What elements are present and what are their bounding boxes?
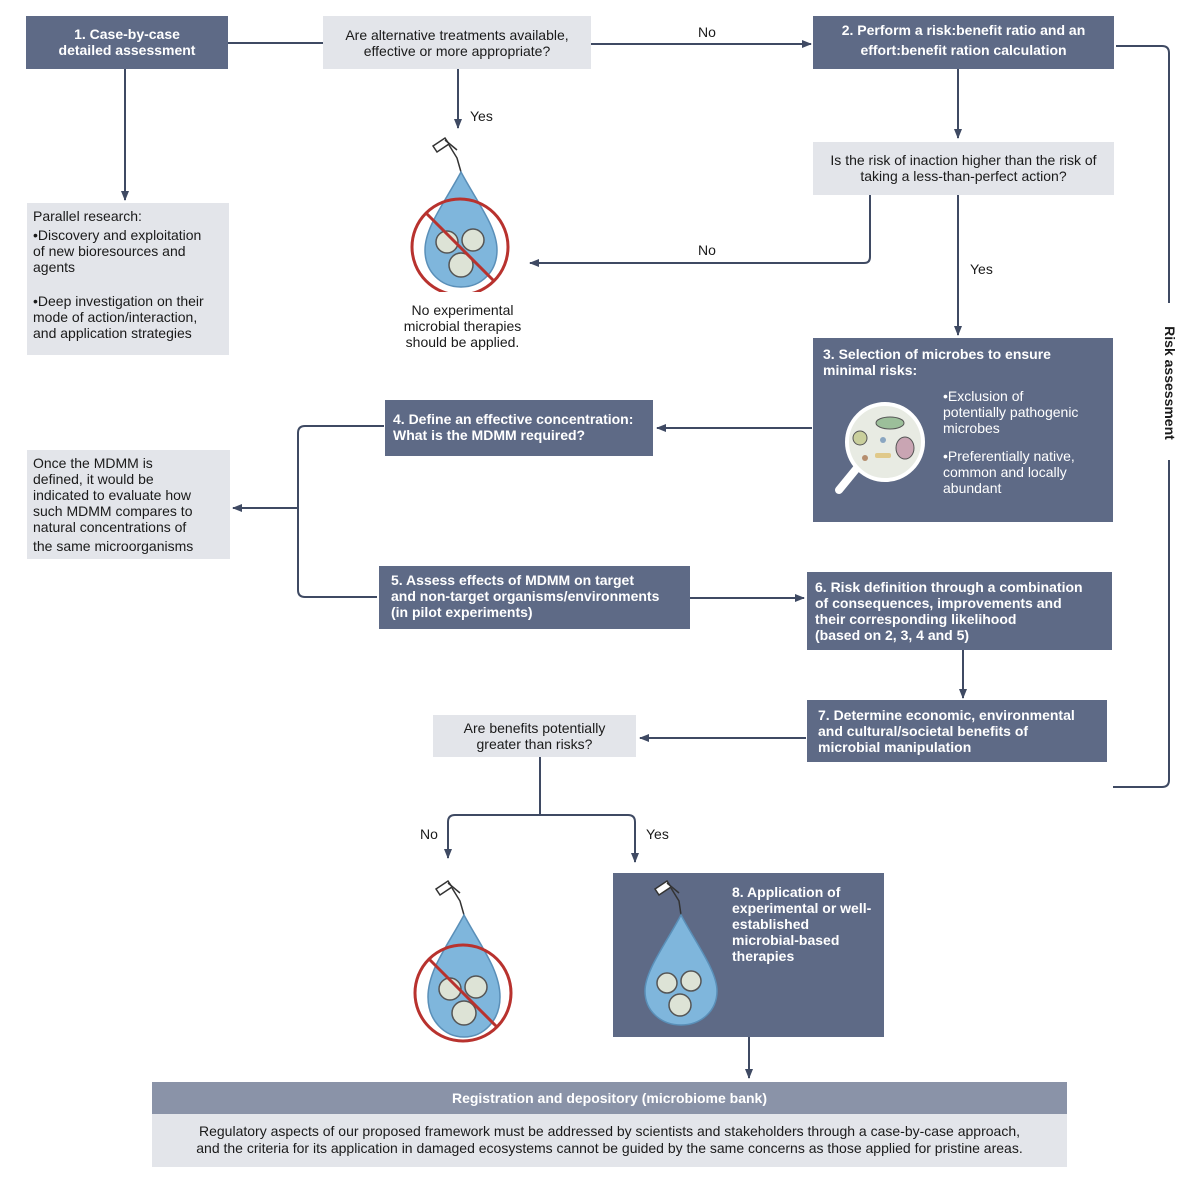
mdmm-note-box: Once the MDMM is defined, it would be in… <box>27 450 230 559</box>
step6-line: of consequences, improvements and <box>815 595 1062 611</box>
parallel-research-box: Parallel research: •Discovery and exploi… <box>27 203 229 355</box>
step7-line: and cultural/societal benefits of <box>818 723 1029 739</box>
caption-line: should be applied. <box>405 334 520 350</box>
edge-label-no: No <box>698 24 716 40</box>
parallel-item-line: of new bioresources and <box>33 243 186 259</box>
question-benefits-greater: Are benefits potentially greater than ri… <box>433 715 636 757</box>
step8-line: microbial-based <box>732 932 840 948</box>
risk-bracket-top <box>1116 45 1170 303</box>
registration-text-line: and the criteria for its application in … <box>196 1140 1023 1156</box>
parallel-title: Parallel research: <box>33 208 142 224</box>
question-line: taking a less-than-perfect action? <box>860 168 1067 184</box>
water-drop-icon <box>644 913 718 1026</box>
step3-microbe-selection: 3. Selection of microbes to ensure minim… <box>813 338 1113 522</box>
edge-label-no: No <box>420 826 438 842</box>
prohibition-icon <box>410 197 510 292</box>
parallel-item-line: and application strategies <box>33 325 192 341</box>
pipette-icon <box>653 879 682 916</box>
step5-assess-effects: 5. Assess effects of MDMM on target and … <box>379 566 690 629</box>
arrow-no-to-drop <box>529 195 871 267</box>
step4-line: What is the MDMM required? <box>393 427 586 443</box>
step7-determine-benefits: 7. Determine economic, environmental and… <box>807 700 1107 762</box>
caption-line: microbial therapies <box>403 318 522 334</box>
step6-line: (based on 2, 3, 4 and 5) <box>815 627 970 643</box>
prohibited-drop-icon <box>413 879 513 1043</box>
mdmm-note-line: indicated to evaluate how <box>33 487 191 503</box>
mdmm-note-line: defined, it would be <box>33 471 154 487</box>
step3-item-line: •Preferentially native, <box>943 448 1075 464</box>
risk-bracket-bottom <box>1113 460 1170 788</box>
step8-line: experimental or well- <box>732 900 872 916</box>
no-therapy-caption: No experimental microbial therapies shou… <box>385 302 540 350</box>
parallel-item-line: •Discovery and exploitation <box>33 227 202 243</box>
water-drop-icon <box>424 170 498 288</box>
step2-line: effort:benefit ration calculation <box>860 42 1067 58</box>
step1-line: 1. Case-by-case <box>74 26 180 42</box>
question-alternative-treatments: Are alternative treatments available, ef… <box>323 16 591 69</box>
caption-line: No experimental <box>411 302 514 318</box>
step3-title-line: minimal risks: <box>823 362 918 378</box>
edge-label-yes: Yes <box>646 826 669 842</box>
prohibited-drop-icon <box>410 136 510 292</box>
step5-line: (in pilot experiments) <box>391 604 533 620</box>
step3-item-line: •Exclusion of <box>943 388 1024 404</box>
question-line: Are alternative treatments available, <box>345 27 569 43</box>
step1-case-assessment: 1. Case-by-case detailed assessment <box>26 16 228 69</box>
mdmm-note-line: Once the MDMM is <box>33 455 153 471</box>
step4-effective-concentration: 4. Define an effective concentration: Wh… <box>385 400 653 456</box>
question-line: effective or more appropriate? <box>363 43 551 59</box>
step8-line: 8. Application of <box>732 884 841 900</box>
parallel-item-line: •Deep investigation on their <box>33 293 204 309</box>
water-drop-icon <box>427 913 501 1038</box>
prohibition-icon <box>413 943 513 1043</box>
step7-line: 7. Determine economic, environmental <box>818 707 1075 723</box>
edge-label-no: No <box>698 242 716 258</box>
step7-line: microbial manipulation <box>818 739 972 755</box>
risk-assessment-label-wrap: Risk assessment <box>1160 318 1180 448</box>
pipette-icon <box>434 879 465 916</box>
step8-line: therapies <box>732 948 795 964</box>
step2-risk-benefit: 2. Perform a risk:benefit ratio and an e… <box>813 16 1114 69</box>
mdmm-note-line: natural concentrations of <box>33 519 187 535</box>
step6-line: 6. Risk definition through a combination <box>815 579 1083 595</box>
step8-line: established <box>732 916 810 932</box>
parallel-item-line: mode of action/interaction, <box>33 309 198 325</box>
therapy-drop-icon <box>644 879 718 1026</box>
question-line: Is the risk of inaction higher than the … <box>830 152 1097 168</box>
step3-title-line: 3. Selection of microbes to ensure <box>823 346 1051 362</box>
registration-panel: Registration and depository (microbiome … <box>152 1082 1067 1167</box>
question-line: greater than risks? <box>476 736 593 752</box>
question-risk-of-inaction: Is the risk of inaction higher than the … <box>813 142 1114 195</box>
step6-line: their corresponding likelihood <box>815 611 1017 627</box>
step2-line: 2. Perform a risk:benefit ratio and an <box>841 22 1086 38</box>
parallel-item-line: agents <box>33 259 76 275</box>
risk-assessment-label: Risk assessment <box>1162 326 1178 440</box>
step8-application: 8. Application of experimental or well- … <box>613 873 884 1037</box>
pipette-icon <box>431 136 462 173</box>
question-line: Are benefits potentially <box>463 720 606 736</box>
step3-item-line: microbes <box>943 420 1000 436</box>
edge-label-yes: Yes <box>470 108 493 124</box>
registration-text-line: Regulatory aspects of our proposed frame… <box>199 1123 1020 1139</box>
magnifier-microbes-icon <box>835 402 925 494</box>
step4-line: 4. Define an effective concentration: <box>393 411 634 427</box>
registration-title: Registration and depository (microbiome … <box>152 1082 1067 1114</box>
arrow-yes-to-b8 <box>540 814 639 863</box>
step1-line: detailed assessment <box>58 42 196 58</box>
connector-bracket-b4-b5 <box>297 425 384 598</box>
mdmm-note-line: such MDMM compares to <box>33 503 193 519</box>
step3-item-line: potentially pathogenic <box>943 404 1079 420</box>
mdmm-note-line: the same microorganisms <box>33 538 194 554</box>
step3-item-line: abundant <box>943 480 1002 496</box>
step5-line: and non-target organisms/environments <box>391 588 660 604</box>
step3-item-line: common and locally <box>943 464 1067 480</box>
arrow-no-to-drop-bottom <box>444 814 540 859</box>
step6-risk-definition: 6. Risk definition through a combination… <box>807 572 1112 650</box>
registration-text: Regulatory aspects of our proposed frame… <box>152 1114 1067 1157</box>
edge-label-yes: Yes <box>970 261 993 277</box>
step5-line: 5. Assess effects of MDMM on target <box>391 572 634 588</box>
